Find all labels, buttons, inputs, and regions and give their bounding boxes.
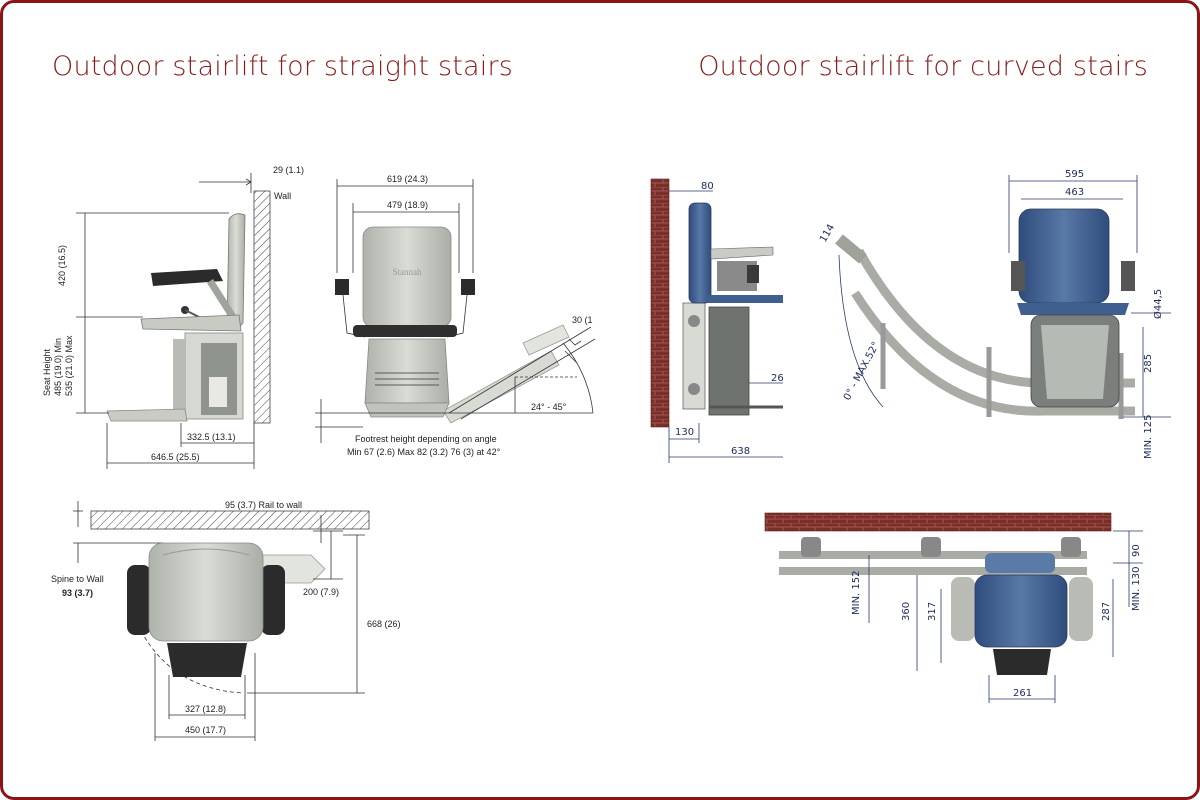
- dim-depth-total: 646.5 (25.5): [151, 452, 200, 462]
- dim-inner-width: 327 (12.8): [185, 704, 226, 714]
- curved-front-view: 595 463 0° - MAX.52° 114 Ø44,: [818, 169, 1171, 459]
- spine-to-wall-value: 93 (3.7): [62, 588, 93, 598]
- straight-side-view: 29 (1.1) Wall 420 (16.5) Sea: [42, 165, 304, 469]
- dim-26: 26: [771, 373, 784, 384]
- brand-label: Stannah: [393, 267, 422, 277]
- wall-label: Wall: [274, 191, 291, 201]
- dim-287: 287: [1101, 602, 1112, 621]
- dim-width-inner: 479 (18.9): [387, 200, 428, 210]
- dim-80: 80: [701, 181, 714, 192]
- dim-back-height: 420 (16.5): [57, 245, 67, 286]
- dim-gap-top: 29 (1.1): [273, 165, 304, 175]
- dim-rail-to-wall: 95 (3.7) Rail to wall: [225, 500, 302, 510]
- straight-front-view: 619 (24.3) 479 (18.9) Stannah: [315, 174, 596, 457]
- dim-angle: 24° - 45°: [531, 402, 567, 412]
- dim-114: 114: [818, 222, 837, 244]
- dim-130: 130: [675, 427, 694, 438]
- heading-curved-stairs: Outdoor stairlift for curved stairs: [698, 51, 1148, 82]
- dim-min-130: MIN. 130: [1131, 566, 1142, 611]
- curved-side-view: 130 638 80 26: [650, 178, 784, 463]
- dim-depth-inner: 332.5 (13.1): [187, 432, 236, 442]
- dim-317: 317: [927, 602, 938, 621]
- seat-height-max: 535 (21.0) Max: [64, 335, 74, 396]
- dim-min-152: MIN. 152: [851, 570, 862, 615]
- footrest-note-1: Footrest height depending on angle: [355, 434, 497, 444]
- dim-463: 463: [1065, 187, 1084, 198]
- dim-angle-curved: 0° - MAX.52°: [842, 340, 882, 402]
- dim-360: 360: [901, 602, 912, 621]
- footrest-note-2: Min 67 (2.6) Max 82 (3.2) 76 (3) at 42°: [347, 447, 501, 457]
- seat-height-label: Seat Height: [42, 348, 52, 396]
- spine-to-wall-label: Spine to Wall: [51, 574, 104, 584]
- dim-rail-depth: 200 (7.9): [303, 587, 339, 597]
- drawings-canvas: 29 (1.1) Wall 420 (16.5) Sea: [42, 165, 1171, 741]
- dim-outer-width: 450 (17.7): [185, 725, 226, 735]
- seat-height-min: 485 (19.0) Min: [53, 338, 63, 396]
- dim-261: 261: [1013, 688, 1032, 699]
- straight-top-view: 95 (3.7) Rail to wall Spine to Wall 93 (…: [51, 500, 401, 741]
- dim-min-125: MIN. 125: [1143, 414, 1154, 459]
- dim-total-depth: 668 (26): [367, 619, 401, 629]
- heading-straight-stairs: Outdoor stairlift for straight stairs: [52, 51, 514, 82]
- dim-tube: Ø44,5: [1152, 289, 1164, 319]
- dim-width-outer: 619 (24.3): [387, 174, 428, 184]
- dim-90: 90: [1131, 544, 1142, 557]
- dim-rail-gap: 30 (1: [572, 315, 593, 325]
- dim-285: 285: [1143, 354, 1154, 373]
- dim-638: 638: [731, 446, 750, 457]
- curved-top-view: 90 MIN. 130 MIN. 152 360 317 287 261: [764, 512, 1143, 703]
- dim-595: 595: [1065, 169, 1084, 180]
